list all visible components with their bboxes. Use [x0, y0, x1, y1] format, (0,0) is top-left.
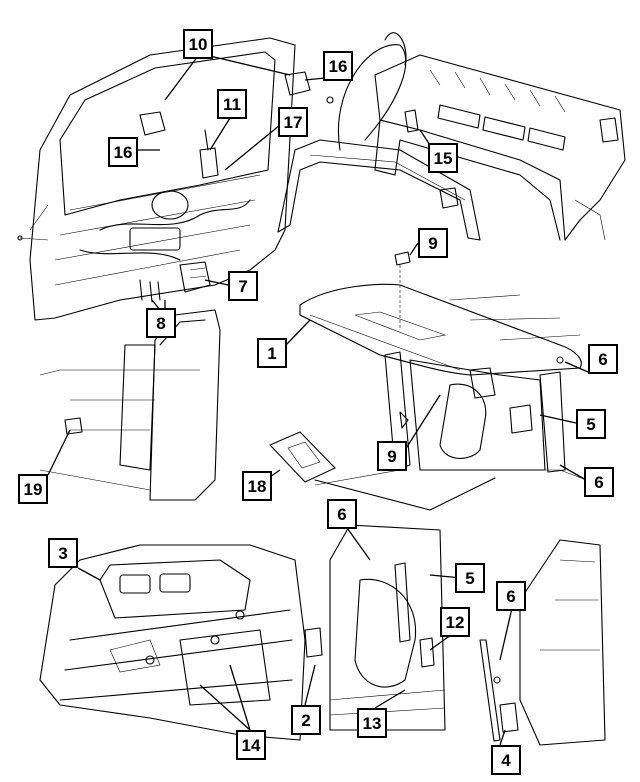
callout-2: 2 — [291, 705, 321, 735]
headliner-illustration — [299, 251, 582, 376]
callout-14: 14 — [236, 730, 266, 760]
callout-15: 15 — [428, 143, 458, 173]
callout-17: 17 — [278, 107, 308, 137]
callout-9: 9 — [377, 441, 407, 471]
callout-6: 6 — [327, 499, 357, 529]
trim-panel-illustration — [269, 431, 336, 483]
callout-6: 6 — [584, 467, 614, 497]
callout-6: 6 — [496, 581, 526, 611]
liftgate-illustration — [17, 37, 334, 321]
callout-5: 5 — [455, 563, 485, 593]
callout-1: 1 — [257, 338, 287, 368]
callout-10: 10 — [183, 29, 213, 59]
leader-lines — [47, 55, 589, 746]
callout-11: 11 — [217, 89, 247, 119]
callout-12: 12 — [440, 607, 470, 637]
pillar-illustration — [39, 309, 221, 501]
roof-header-illustration — [374, 54, 626, 241]
callout-18: 18 — [242, 471, 272, 501]
cargo-area-illustration — [314, 294, 601, 511]
gas-strut-illustration — [479, 539, 606, 746]
callout-16: 16 — [108, 137, 138, 167]
opening-frame-illustration — [277, 32, 481, 241]
cargo-side-illustration — [304, 524, 446, 731]
callout-4: 4 — [491, 745, 521, 775]
callout-5: 5 — [576, 409, 606, 439]
callout-9: 9 — [418, 228, 448, 258]
callout-7: 7 — [228, 271, 258, 301]
callout-13: 13 — [357, 708, 387, 738]
callout-8: 8 — [146, 308, 176, 338]
callout-3: 3 — [48, 538, 78, 568]
callout-16: 16 — [323, 51, 353, 81]
callout-19: 19 — [18, 474, 48, 504]
callout-6: 6 — [588, 344, 618, 374]
liftgate-trim-illustration — [39, 544, 306, 741]
